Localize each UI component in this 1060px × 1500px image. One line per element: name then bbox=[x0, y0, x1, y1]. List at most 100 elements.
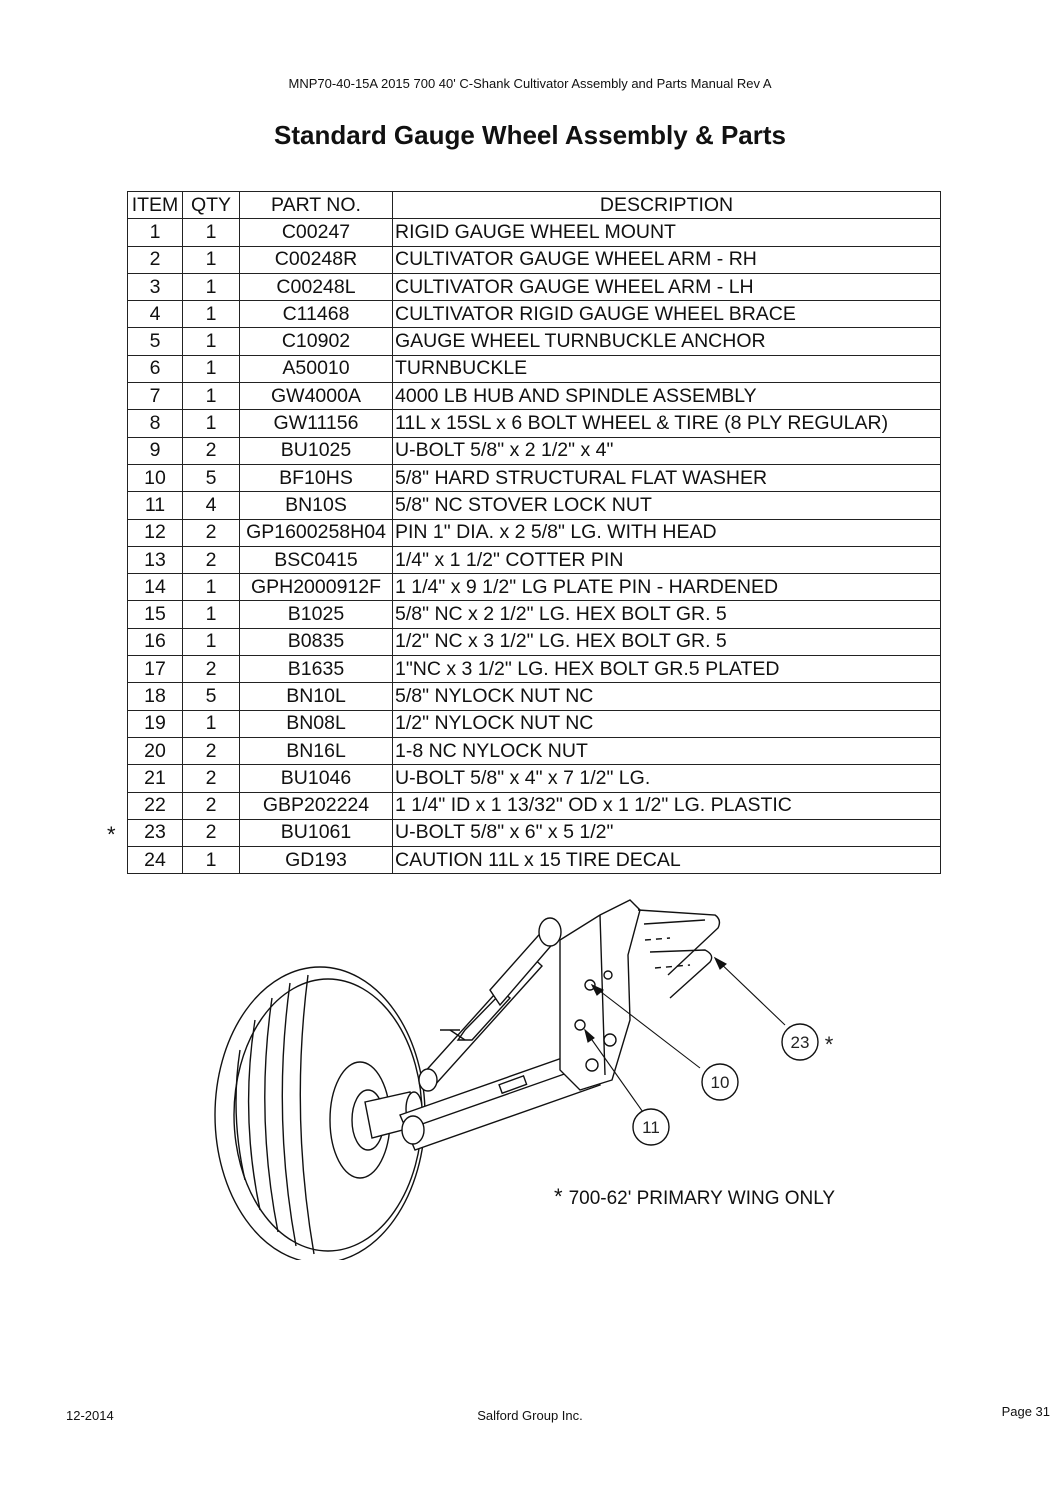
footnote-text: 700-62' PRIMARY WING ONLY bbox=[568, 1188, 836, 1209]
cell-part-no: BN08L bbox=[239, 709, 393, 738]
cell-qty: 5 bbox=[182, 463, 240, 493]
cell-part-no: GP1600258H04 bbox=[239, 518, 393, 547]
callout-balloon-23 bbox=[781, 1023, 819, 1061]
cell-item: 19 bbox=[127, 709, 183, 738]
cell-item: 5 bbox=[127, 327, 183, 356]
cell-description: U-BOLT 5/8" x 4" x 7 1/2" LG. bbox=[392, 764, 941, 793]
cell-item: 16 bbox=[127, 627, 183, 657]
cell-qty: 1 bbox=[182, 382, 240, 411]
callout-balloon-10 bbox=[701, 1063, 739, 1101]
cell-part-no: C10902 bbox=[239, 327, 393, 356]
cell-qty: 5 bbox=[182, 682, 240, 711]
cell-item: 4 bbox=[127, 300, 183, 329]
cell-part-no: GD193 bbox=[239, 846, 393, 875]
callout-label-23: 23 bbox=[791, 1033, 810, 1052]
gauge-wheel-arm-illustration bbox=[399, 1049, 601, 1151]
cell-item: 9 bbox=[127, 436, 183, 465]
column-header-part-no: PART NO. bbox=[239, 190, 393, 220]
cell-qty: 1 bbox=[182, 245, 240, 274]
callout-label-11: 11 bbox=[642, 1118, 660, 1137]
column-header-description: DESCRIPTION bbox=[392, 190, 941, 220]
cell-description: 1 1/4" ID x 1 13/32" OD x 1 1/2" LG. PLA… bbox=[392, 791, 941, 820]
cell-item: 11 bbox=[127, 491, 183, 520]
cell-qty: 2 bbox=[182, 545, 240, 575]
cell-part-no: BU1046 bbox=[239, 764, 393, 793]
table-header-row: ITEM QTY PART NO. DESCRIPTION bbox=[127, 190, 941, 220]
cell-qty: 4 bbox=[182, 491, 240, 520]
cell-qty: 2 bbox=[182, 818, 240, 848]
cell-part-no: GW4000A bbox=[239, 382, 393, 411]
cell-part-no: BN16L bbox=[239, 736, 393, 766]
cell-description: TURNBUCKLE bbox=[392, 354, 941, 384]
cell-description: 1/4" x 1 1/2" COTTER PIN bbox=[392, 545, 941, 575]
cell-item: 12 bbox=[127, 518, 183, 547]
cell-item: 24 bbox=[127, 846, 183, 875]
cell-item: 22 bbox=[127, 791, 183, 820]
cell-description: 5/8" NC STOVER LOCK NUT bbox=[392, 491, 941, 520]
cell-qty: 2 bbox=[182, 791, 240, 820]
cell-description: PIN 1" DIA. x 2 5/8" LG. WITH HEAD bbox=[392, 518, 941, 547]
cell-description: 5/8" NYLOCK NUT NC bbox=[392, 682, 941, 711]
cell-description: CAUTION 11L x 15 TIRE DECAL bbox=[392, 846, 941, 875]
cell-part-no: B1635 bbox=[239, 655, 393, 684]
cell-description: CULTIVATOR GAUGE WHEEL ARM - RH bbox=[392, 245, 941, 274]
row-23-asterisk: * bbox=[107, 822, 116, 847]
cell-description: CULTIVATOR GAUGE WHEEL ARM - LH bbox=[392, 272, 941, 302]
cell-description: 1/2" NYLOCK NUT NC bbox=[392, 709, 941, 738]
cell-item: 7 bbox=[127, 382, 183, 411]
cell-part-no: GW11156 bbox=[239, 409, 393, 438]
cell-qty: 2 bbox=[182, 764, 240, 793]
cell-qty: 1 bbox=[182, 709, 240, 738]
cell-part-no: BU1025 bbox=[239, 436, 393, 465]
cell-part-no: C00248R bbox=[239, 245, 393, 274]
cell-qty: 2 bbox=[182, 736, 240, 766]
cell-part-no: BF10HS bbox=[239, 463, 393, 493]
cell-qty: 1 bbox=[182, 354, 240, 384]
cell-qty: 1 bbox=[182, 600, 240, 629]
cell-part-no: A50010 bbox=[239, 354, 393, 384]
u-bolt-illustration bbox=[637, 909, 721, 999]
cell-part-no: C00248L bbox=[239, 272, 393, 302]
cell-item: 13 bbox=[127, 545, 183, 575]
footer-page-number: Page 31 bbox=[1001, 1404, 1050, 1419]
cell-item: 14 bbox=[127, 573, 183, 602]
mount-plate-illustration bbox=[449, 899, 641, 1091]
diagram-footnote: *700-62' PRIMARY WING ONLY bbox=[554, 1184, 835, 1210]
cell-part-no: C11468 bbox=[239, 300, 393, 329]
cell-qty: 1 bbox=[182, 218, 240, 247]
cell-part-no: GBP202224 bbox=[239, 791, 393, 820]
column-header-item: ITEM bbox=[127, 190, 183, 220]
document-header: MNP70-40-15A 2015 700 40' C-Shank Cultiv… bbox=[288, 76, 772, 91]
callout-label-10: 10 bbox=[711, 1073, 730, 1092]
cell-qty: 1 bbox=[182, 272, 240, 302]
cell-item: 2 bbox=[127, 245, 183, 274]
cell-item: 3 bbox=[127, 272, 183, 302]
gauge-wheel-assembly-drawing: 23 * 10 11 bbox=[214, 899, 834, 1260]
cell-qty: 1 bbox=[182, 300, 240, 329]
cell-description: 11L x 15SL x 6 BOLT WHEEL & TIRE (8 PLY … bbox=[392, 409, 941, 438]
cell-part-no: BU1061 bbox=[239, 818, 393, 848]
cell-description: U-BOLT 5/8" x 2 1/2" x 4" bbox=[392, 436, 941, 465]
footer-company: Salford Group Inc. bbox=[477, 1408, 583, 1423]
cell-description: CULTIVATOR RIGID GAUGE WHEEL BRACE bbox=[392, 300, 941, 329]
cell-part-no: C00247 bbox=[239, 218, 393, 247]
cell-description: U-BOLT 5/8" x 6" x 5 1/2" bbox=[392, 818, 941, 848]
cell-item: 20 bbox=[127, 736, 183, 766]
